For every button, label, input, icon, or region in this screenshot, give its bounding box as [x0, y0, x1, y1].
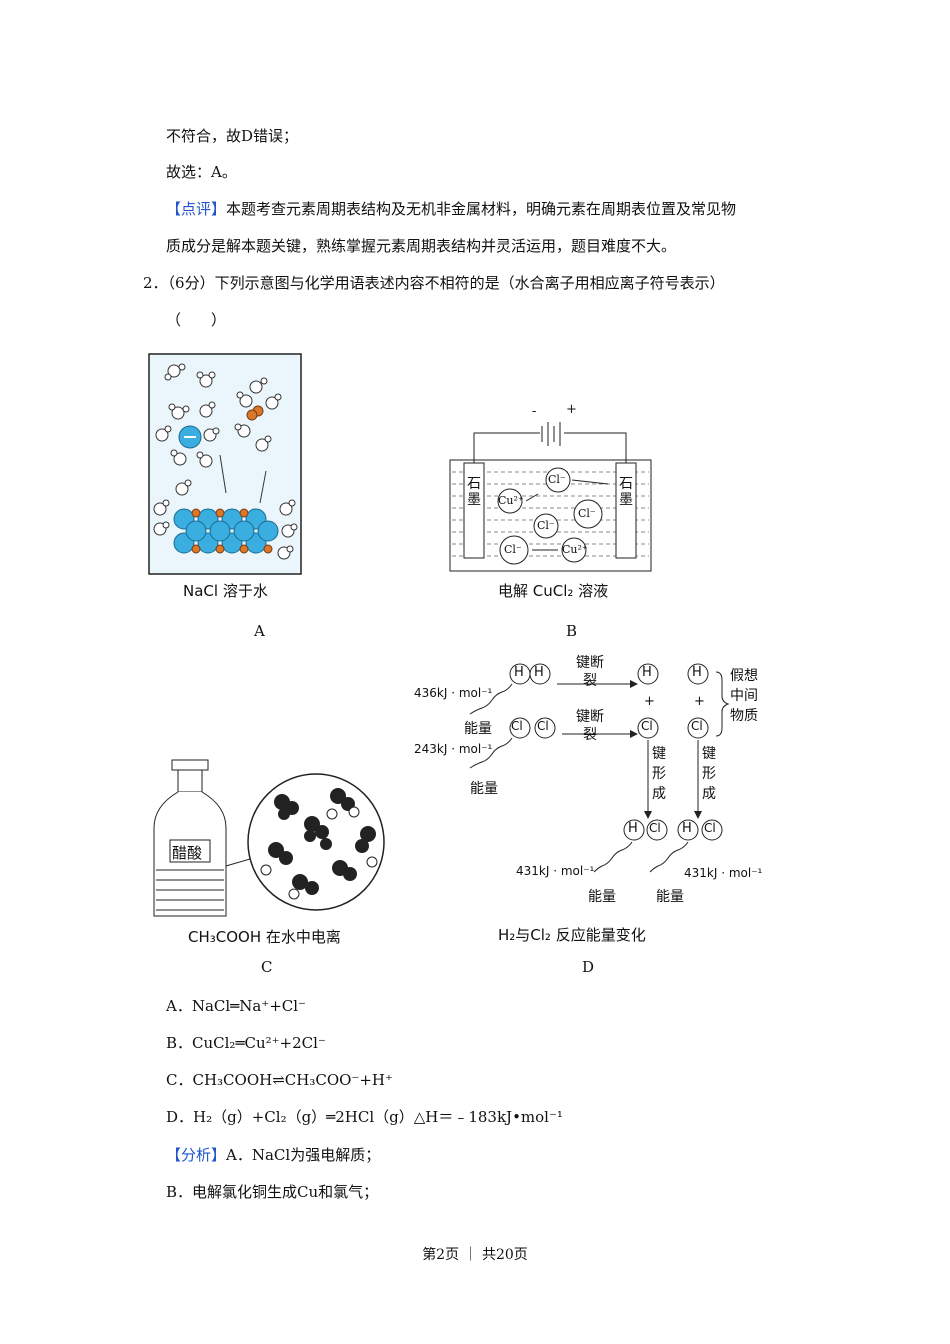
atom-cl: Cl	[691, 719, 703, 733]
energy-label: 能量	[588, 889, 616, 905]
question-number: 2．	[143, 274, 168, 292]
bottle-label: 醋酸	[172, 844, 203, 862]
positive-sign: +	[566, 402, 577, 417]
atom-h: H	[642, 665, 652, 680]
figure-b-caption: 电解 CuCl₂ 溶液	[498, 582, 609, 600]
energy-431: 431kJ · mol⁻¹	[684, 866, 763, 880]
figure-a-diagram	[148, 353, 302, 575]
analysis-tag: 【分析】	[166, 1146, 227, 1164]
option-c: C．CH₃COOH⇌CH₃COO⁻+H⁺	[166, 1071, 393, 1089]
graphite-label-left: 石墨	[467, 476, 481, 508]
figure-b-letter: B	[566, 622, 578, 640]
bond-break-label: 键断裂	[576, 709, 604, 743]
energy-243: 243kJ · mol⁻¹	[414, 742, 493, 756]
text-line: 不符合，故D错误；	[166, 127, 299, 145]
bond-form-label: 键形成	[702, 746, 716, 802]
comment-text: 质成分是解本题关键，熟练掌握元素周期表结构并灵活运用，题目难度不大。	[166, 237, 677, 255]
ion-cl: Cl⁻	[548, 473, 566, 486]
energy-label: 能量	[656, 889, 684, 905]
option-b: B．CuCl₂═Cu²⁺+2Cl⁻	[166, 1034, 326, 1052]
intermediate-label: 假想中间物质	[730, 668, 758, 724]
option-a: A．NaCl═Na⁺+Cl⁻	[166, 997, 306, 1015]
graphite-label-right: 石墨	[619, 476, 633, 508]
atom-cl: Cl	[511, 719, 523, 733]
energy-436: 436kJ · mol⁻¹	[414, 686, 493, 700]
figure-d-caption: H₂与Cl₂ 反应能量变化	[498, 926, 646, 944]
energy-label: 能量	[470, 781, 498, 797]
figure-c-letter: C	[261, 958, 273, 976]
question-2: 2．（6分）下列示意图与化学用语表述内容不相符的是（水合离子用相应离子符号表示）	[143, 273, 725, 293]
question-text: （6分）下列示意图与化学用语表述内容不相符的是（水合离子用相应离子符号表示）	[167, 274, 725, 292]
comment-text: 本题考查元素周期表结构及无机非金属材料，明确元素在周期表位置及常见物	[226, 200, 737, 218]
comment-tag: 【点评】	[166, 200, 227, 218]
plus-sign: +	[644, 694, 655, 709]
figure-c: 醋酸	[150, 758, 392, 920]
energy-431: 431kJ · mol⁻¹	[516, 864, 595, 878]
figure-a-caption: NaCl 溶于水	[183, 582, 268, 600]
answer-paren: （ ）	[166, 311, 227, 329]
atom-h: H	[682, 821, 692, 836]
ion-cl: Cl⁻	[578, 507, 596, 520]
option-d: D．H₂（g）+Cl₂（g）═2HCl（g）△H＝﹣183kJ•mol⁻¹	[166, 1108, 563, 1126]
atom-cl: Cl	[649, 821, 661, 835]
figure-c-caption: CH₃COOH 在水中电离	[188, 928, 341, 946]
figure-a-letter: A	[254, 622, 265, 640]
atom-cl: Cl	[641, 719, 653, 733]
atom-h: H	[692, 665, 702, 680]
figure-d-letter: D	[582, 958, 595, 976]
plus-sign: +	[694, 694, 705, 709]
ion-cu: Cu²⁺	[498, 494, 524, 507]
bond-break-label: 键断裂	[576, 655, 604, 689]
comment-paragraph: 【点评】本题考查元素周期表结构及无机非金属材料，明确元素在周期表位置及常见物	[166, 199, 736, 219]
analysis-text: A．NaCl为强电解质；	[226, 1146, 381, 1164]
figure-c-diagram	[153, 759, 385, 917]
figure-a	[148, 353, 302, 575]
ion-cl: Cl⁻	[537, 519, 555, 532]
negative-sign: -	[532, 404, 537, 419]
figure-b: 石墨 石墨 - + Cu²⁺ Cl⁻ Cl⁻ Cl⁻ Cl⁻ Cu²⁺	[448, 398, 653, 573]
analysis-paragraph: 【分析】A．NaCl为强电解质；	[166, 1145, 380, 1165]
text-line: 故选：A。	[166, 163, 237, 181]
figure-d-diagram	[469, 663, 730, 873]
analysis-text: B．电解氯化铜生成Cu和氯气；	[166, 1183, 379, 1201]
figure-b-diagram	[449, 422, 652, 572]
bond-form-label: 键形成	[652, 746, 666, 802]
figure-d: H H Cl Cl H Cl H Cl + + H Cl H Cl 键断裂 键断…	[412, 655, 792, 916]
page-footer: 第2页 ｜ 共20页	[422, 1247, 528, 1263]
atom-cl: Cl	[704, 821, 716, 835]
atom-h: H	[514, 665, 524, 680]
atom-cl: Cl	[537, 719, 549, 733]
atom-h: H	[628, 821, 638, 836]
ion-cl: Cl⁻	[504, 543, 522, 556]
atom-h: H	[534, 665, 544, 680]
ion-cu: Cu²⁺	[562, 543, 588, 556]
energy-label: 能量	[464, 721, 492, 737]
